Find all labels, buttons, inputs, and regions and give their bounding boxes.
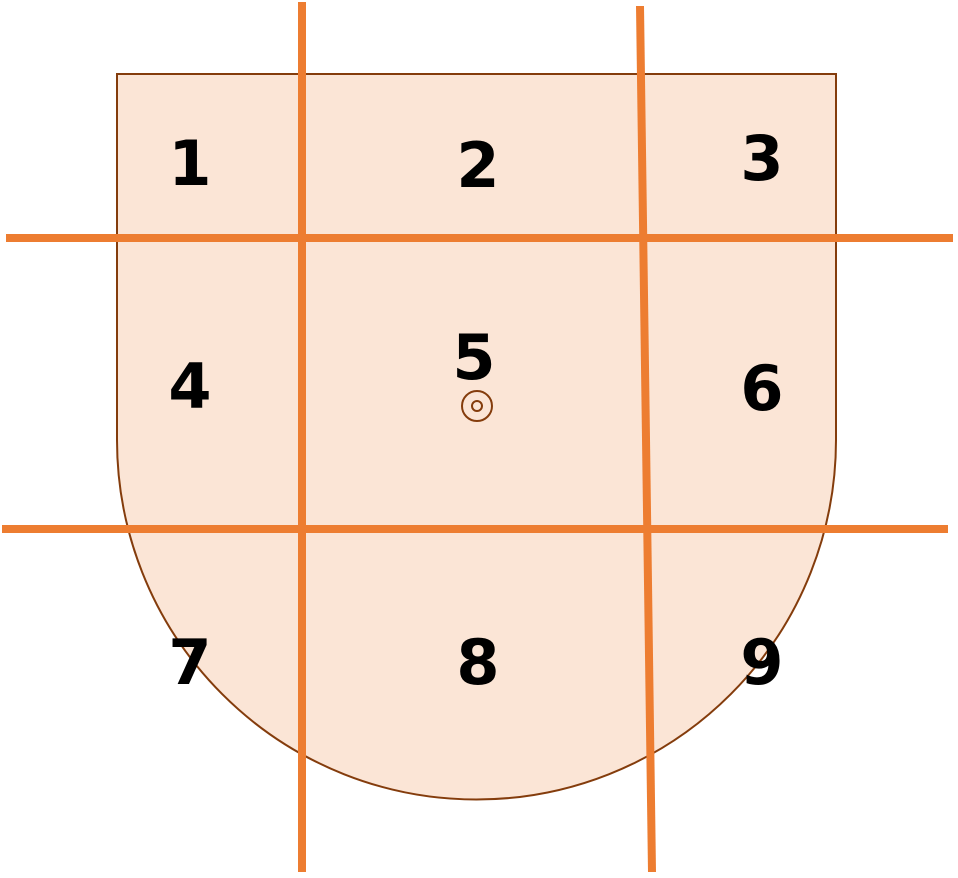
region-label-2: 2 — [456, 129, 499, 202]
region-label-8: 8 — [456, 626, 499, 699]
region-label-1: 1 — [168, 127, 211, 200]
target-icon — [461, 390, 493, 422]
region-label-5: 5 — [452, 321, 495, 394]
vertical-line-right — [636, 5, 656, 873]
region-label-3: 3 — [740, 122, 783, 195]
region-label-7: 7 — [168, 626, 211, 699]
region-label-6: 6 — [740, 352, 783, 425]
region-shape — [116, 73, 837, 801]
region-label-4: 4 — [168, 350, 211, 423]
region-label-9: 9 — [740, 626, 783, 699]
